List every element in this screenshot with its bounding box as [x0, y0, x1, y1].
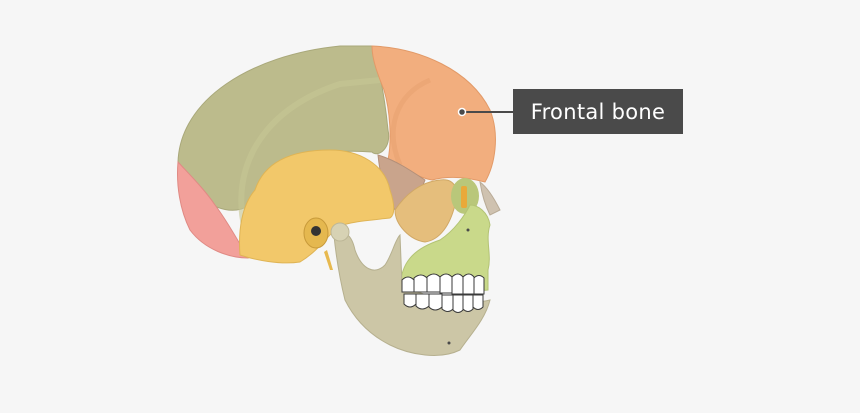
leader-dot — [457, 107, 467, 117]
teeth — [401, 273, 485, 313]
frontal-bone — [371, 45, 496, 183]
temporal-bone — [239, 149, 395, 264]
frontal-bone-label: Frontal bone — [513, 89, 683, 134]
nasal-bone — [479, 180, 501, 216]
occipital-bone — [177, 160, 249, 259]
label-text: Frontal bone — [530, 99, 666, 124]
